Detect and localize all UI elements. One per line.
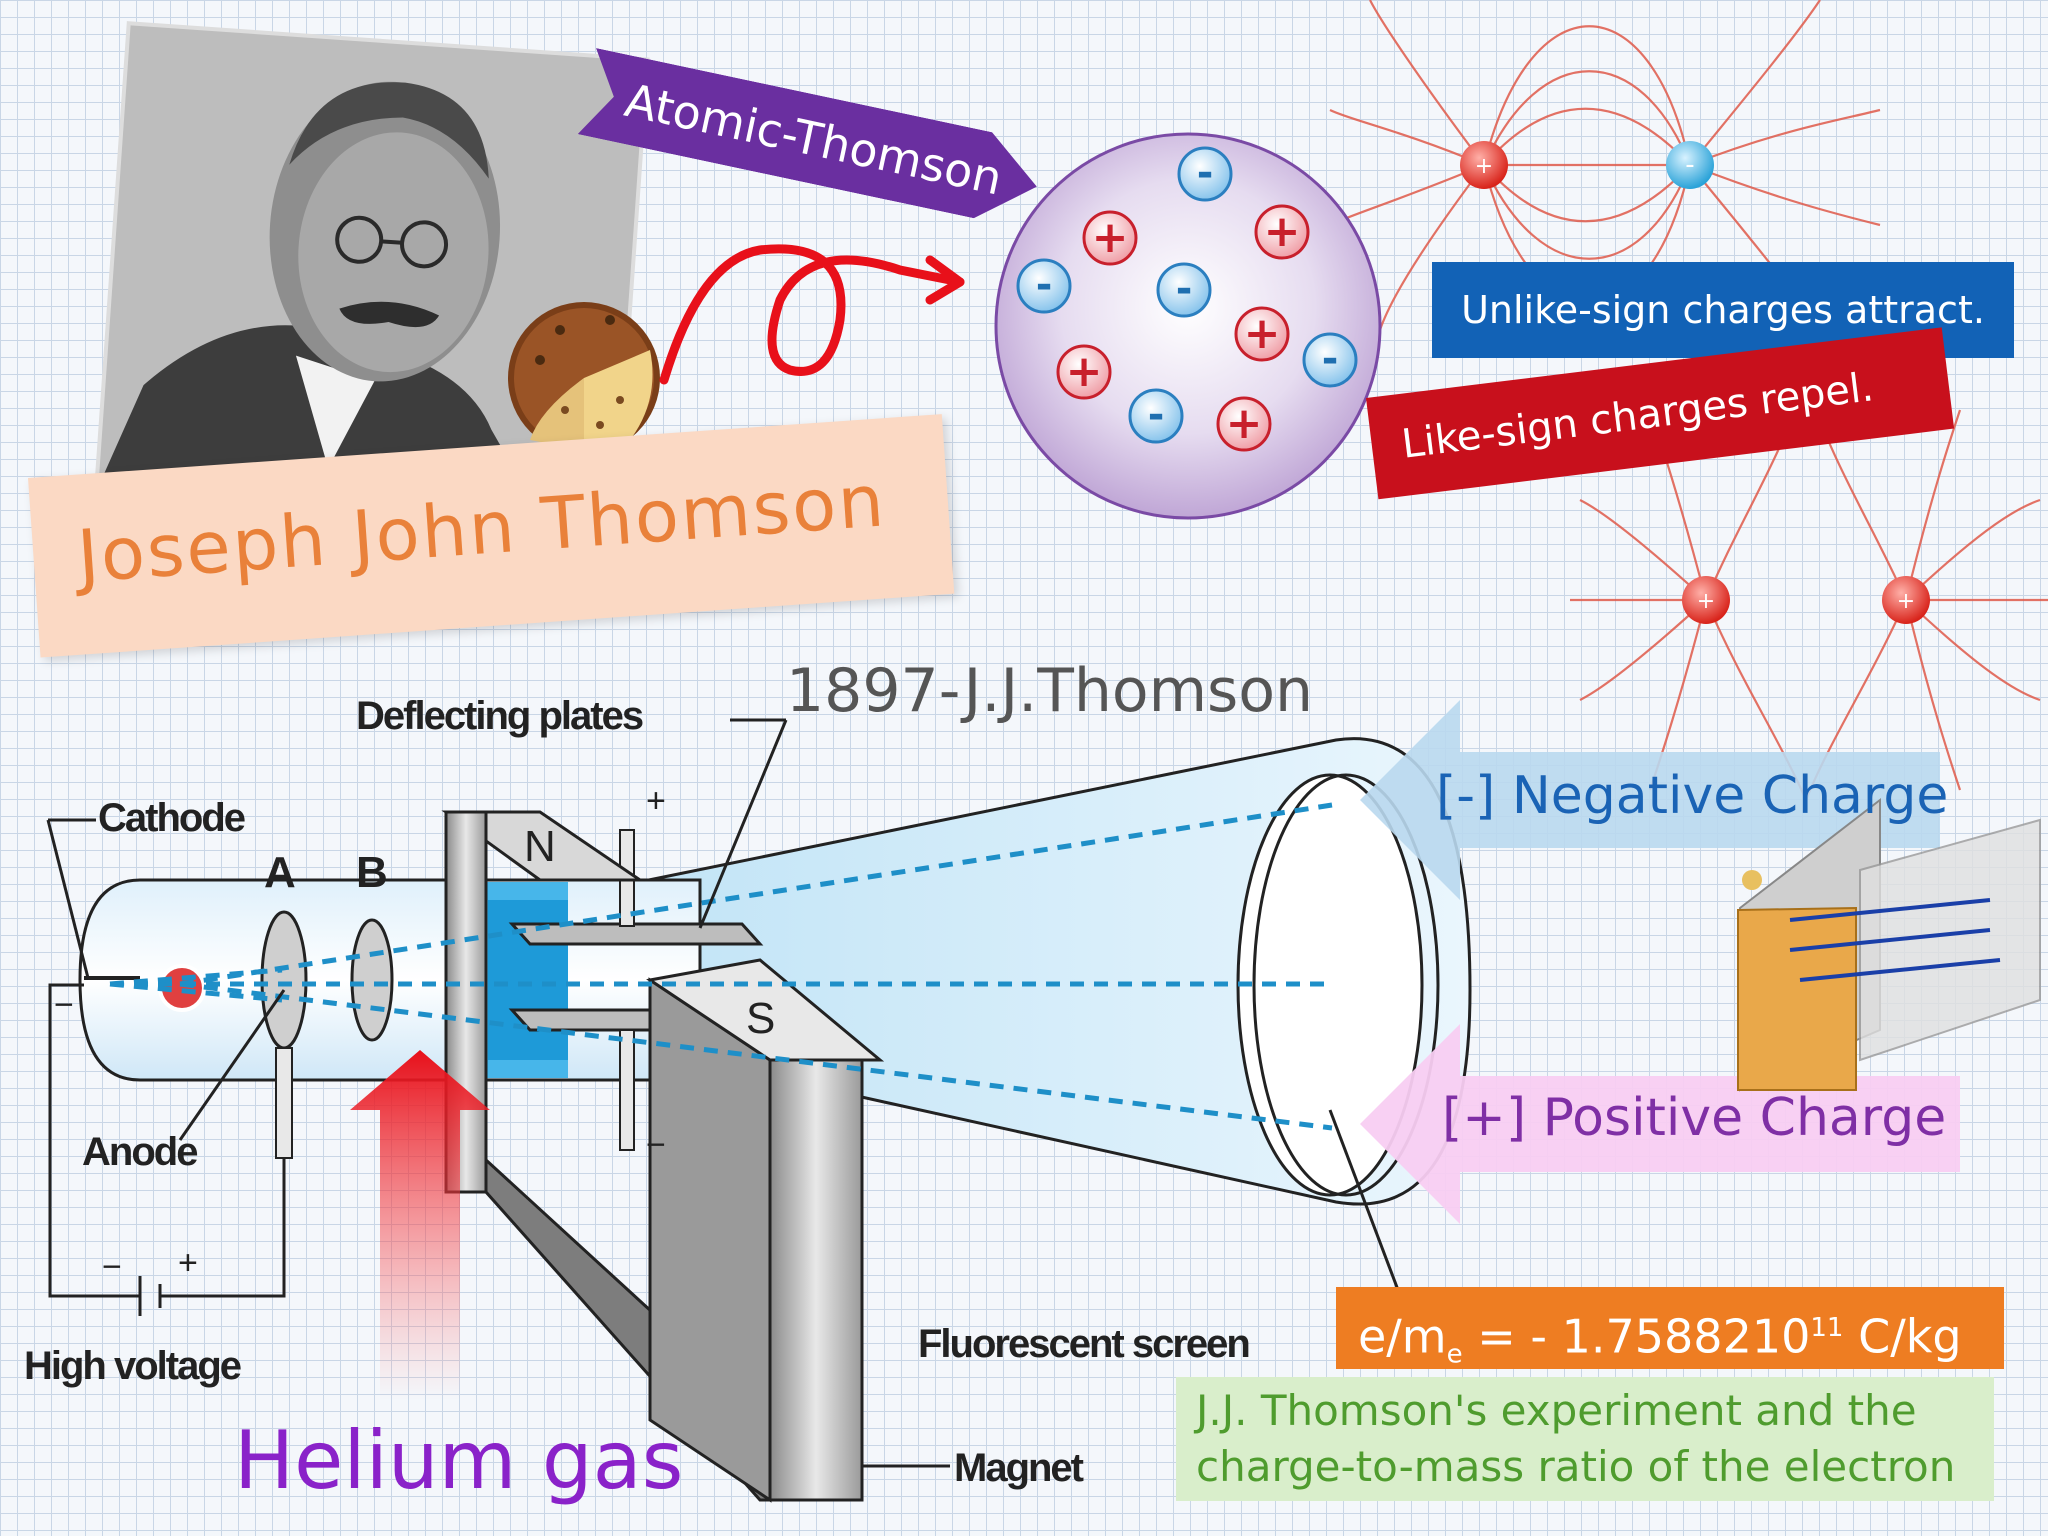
svg-text:-: - xyxy=(1322,336,1339,382)
anode-a-label: A xyxy=(264,848,296,897)
ratio-exponent: 11 xyxy=(1810,1313,1844,1343)
circuit-wires xyxy=(46,718,1400,1468)
battery-plus-sign: + xyxy=(178,1244,198,1282)
plum-pudding-icon xyxy=(508,302,660,454)
negative-charge-marker: - xyxy=(1156,262,1212,318)
plate-minus-sign: − xyxy=(646,1126,666,1164)
deflecting-plates-label: Deflecting plates xyxy=(356,694,644,738)
svg-text:-: - xyxy=(1176,266,1193,312)
negative-charge-label: [-] Negative Charge xyxy=(1436,766,1949,826)
magnet-body-right xyxy=(768,1058,864,1502)
electric-field-illustration xyxy=(1737,797,2041,1092)
svg-text:+: + xyxy=(1066,346,1103,397)
negative-charge-marker: - xyxy=(1177,146,1233,202)
high-voltage-label: High voltage xyxy=(24,1344,242,1388)
anode-b-label: B xyxy=(356,848,388,897)
caption-line-1: J.J. Thomson's experiment and the xyxy=(1196,1386,1917,1435)
negative-charge-marker: - xyxy=(1016,258,1072,314)
magnet-label: Magnet xyxy=(954,1446,1084,1490)
cathode-minus-sign: − xyxy=(54,986,74,1024)
positive-charge-marker xyxy=(1460,141,1508,189)
unlike-charges-box: Unlike-sign charges attract. xyxy=(1432,262,2014,358)
anode-a xyxy=(260,910,308,1050)
svg-text:+: + xyxy=(1475,154,1493,179)
positive-charge-marker xyxy=(1882,576,1930,624)
magnet-north-top xyxy=(441,810,645,882)
scientist-name: Joseph John Thomson xyxy=(74,458,889,599)
anode-b xyxy=(350,918,394,1042)
negative-charge-marker: - xyxy=(1128,388,1184,444)
svg-text:-: - xyxy=(1685,150,1694,180)
ratio-prefix: e/m xyxy=(1358,1309,1447,1364)
svg-text:+: + xyxy=(1092,212,1129,263)
positive-charge-arrow xyxy=(1360,1024,1960,1224)
svg-text:+: + xyxy=(1897,589,1915,614)
magnet-south-top xyxy=(646,958,885,1062)
svg-text:+: + xyxy=(1226,398,1263,449)
negative-charge-marker xyxy=(1666,141,1714,189)
helium-inlet-arrow xyxy=(350,1050,490,1400)
positive-charge-marker xyxy=(1682,576,1730,624)
svg-text:-: - xyxy=(1036,262,1053,308)
svg-text:+: + xyxy=(1244,308,1281,359)
unlike-charges-text: Unlike-sign charges attract. xyxy=(1461,288,1985,332)
ratio-base: 0 xyxy=(1781,1309,1811,1364)
svg-text:+: + xyxy=(1264,206,1301,257)
charge-to-mass-ratio-box: e/me = - 1.758821011 C/kg xyxy=(1336,1287,2004,1370)
ratio-unit: C/kg xyxy=(1843,1309,1962,1364)
positive-charge-marker: + xyxy=(1056,344,1112,400)
caption-box: J.J. Thomson's experiment and the charge… xyxy=(1176,1377,1994,1501)
cathode-label: Cathode xyxy=(98,796,246,840)
positive-charge-marker: + xyxy=(1216,396,1272,452)
ratio-subscript: e xyxy=(1446,1339,1463,1370)
negative-charge-arrow xyxy=(1360,700,1940,900)
plate-plus-sign: + xyxy=(646,782,666,820)
positive-charge-marker: + xyxy=(1234,306,1290,362)
electron-beam xyxy=(109,802,1333,1131)
positive-charge-label: [+] Positive Charge xyxy=(1442,1088,1947,1148)
upper-deflecting-plate xyxy=(508,922,764,946)
svg-text:-: - xyxy=(1197,150,1214,196)
caption-line-2: charge-to-mass ratio of the electron xyxy=(1196,1442,1956,1491)
south-pole-label: S xyxy=(746,994,775,1043)
positive-charge-marker: + xyxy=(1082,210,1138,266)
loop-arrow xyxy=(659,244,965,385)
svg-text:-: - xyxy=(1148,392,1165,438)
negative-charge-marker: - xyxy=(1302,332,1358,388)
loop-arrow-head xyxy=(925,255,965,305)
anode-label: Anode xyxy=(82,1130,198,1174)
ratio-value: = - 1.758821 xyxy=(1462,1309,1782,1364)
battery-minus-sign: − xyxy=(102,1248,122,1286)
svg-text:+: + xyxy=(1697,589,1715,614)
north-pole-label: N xyxy=(524,822,556,871)
helium-gas-label: Helium gas xyxy=(234,1414,684,1507)
fluorescent-screen-label: Fluorescent screen xyxy=(918,1322,1251,1366)
positive-charge-marker: + xyxy=(1254,204,1310,260)
year-label: 1897-J.J.Thomson xyxy=(786,656,1314,726)
